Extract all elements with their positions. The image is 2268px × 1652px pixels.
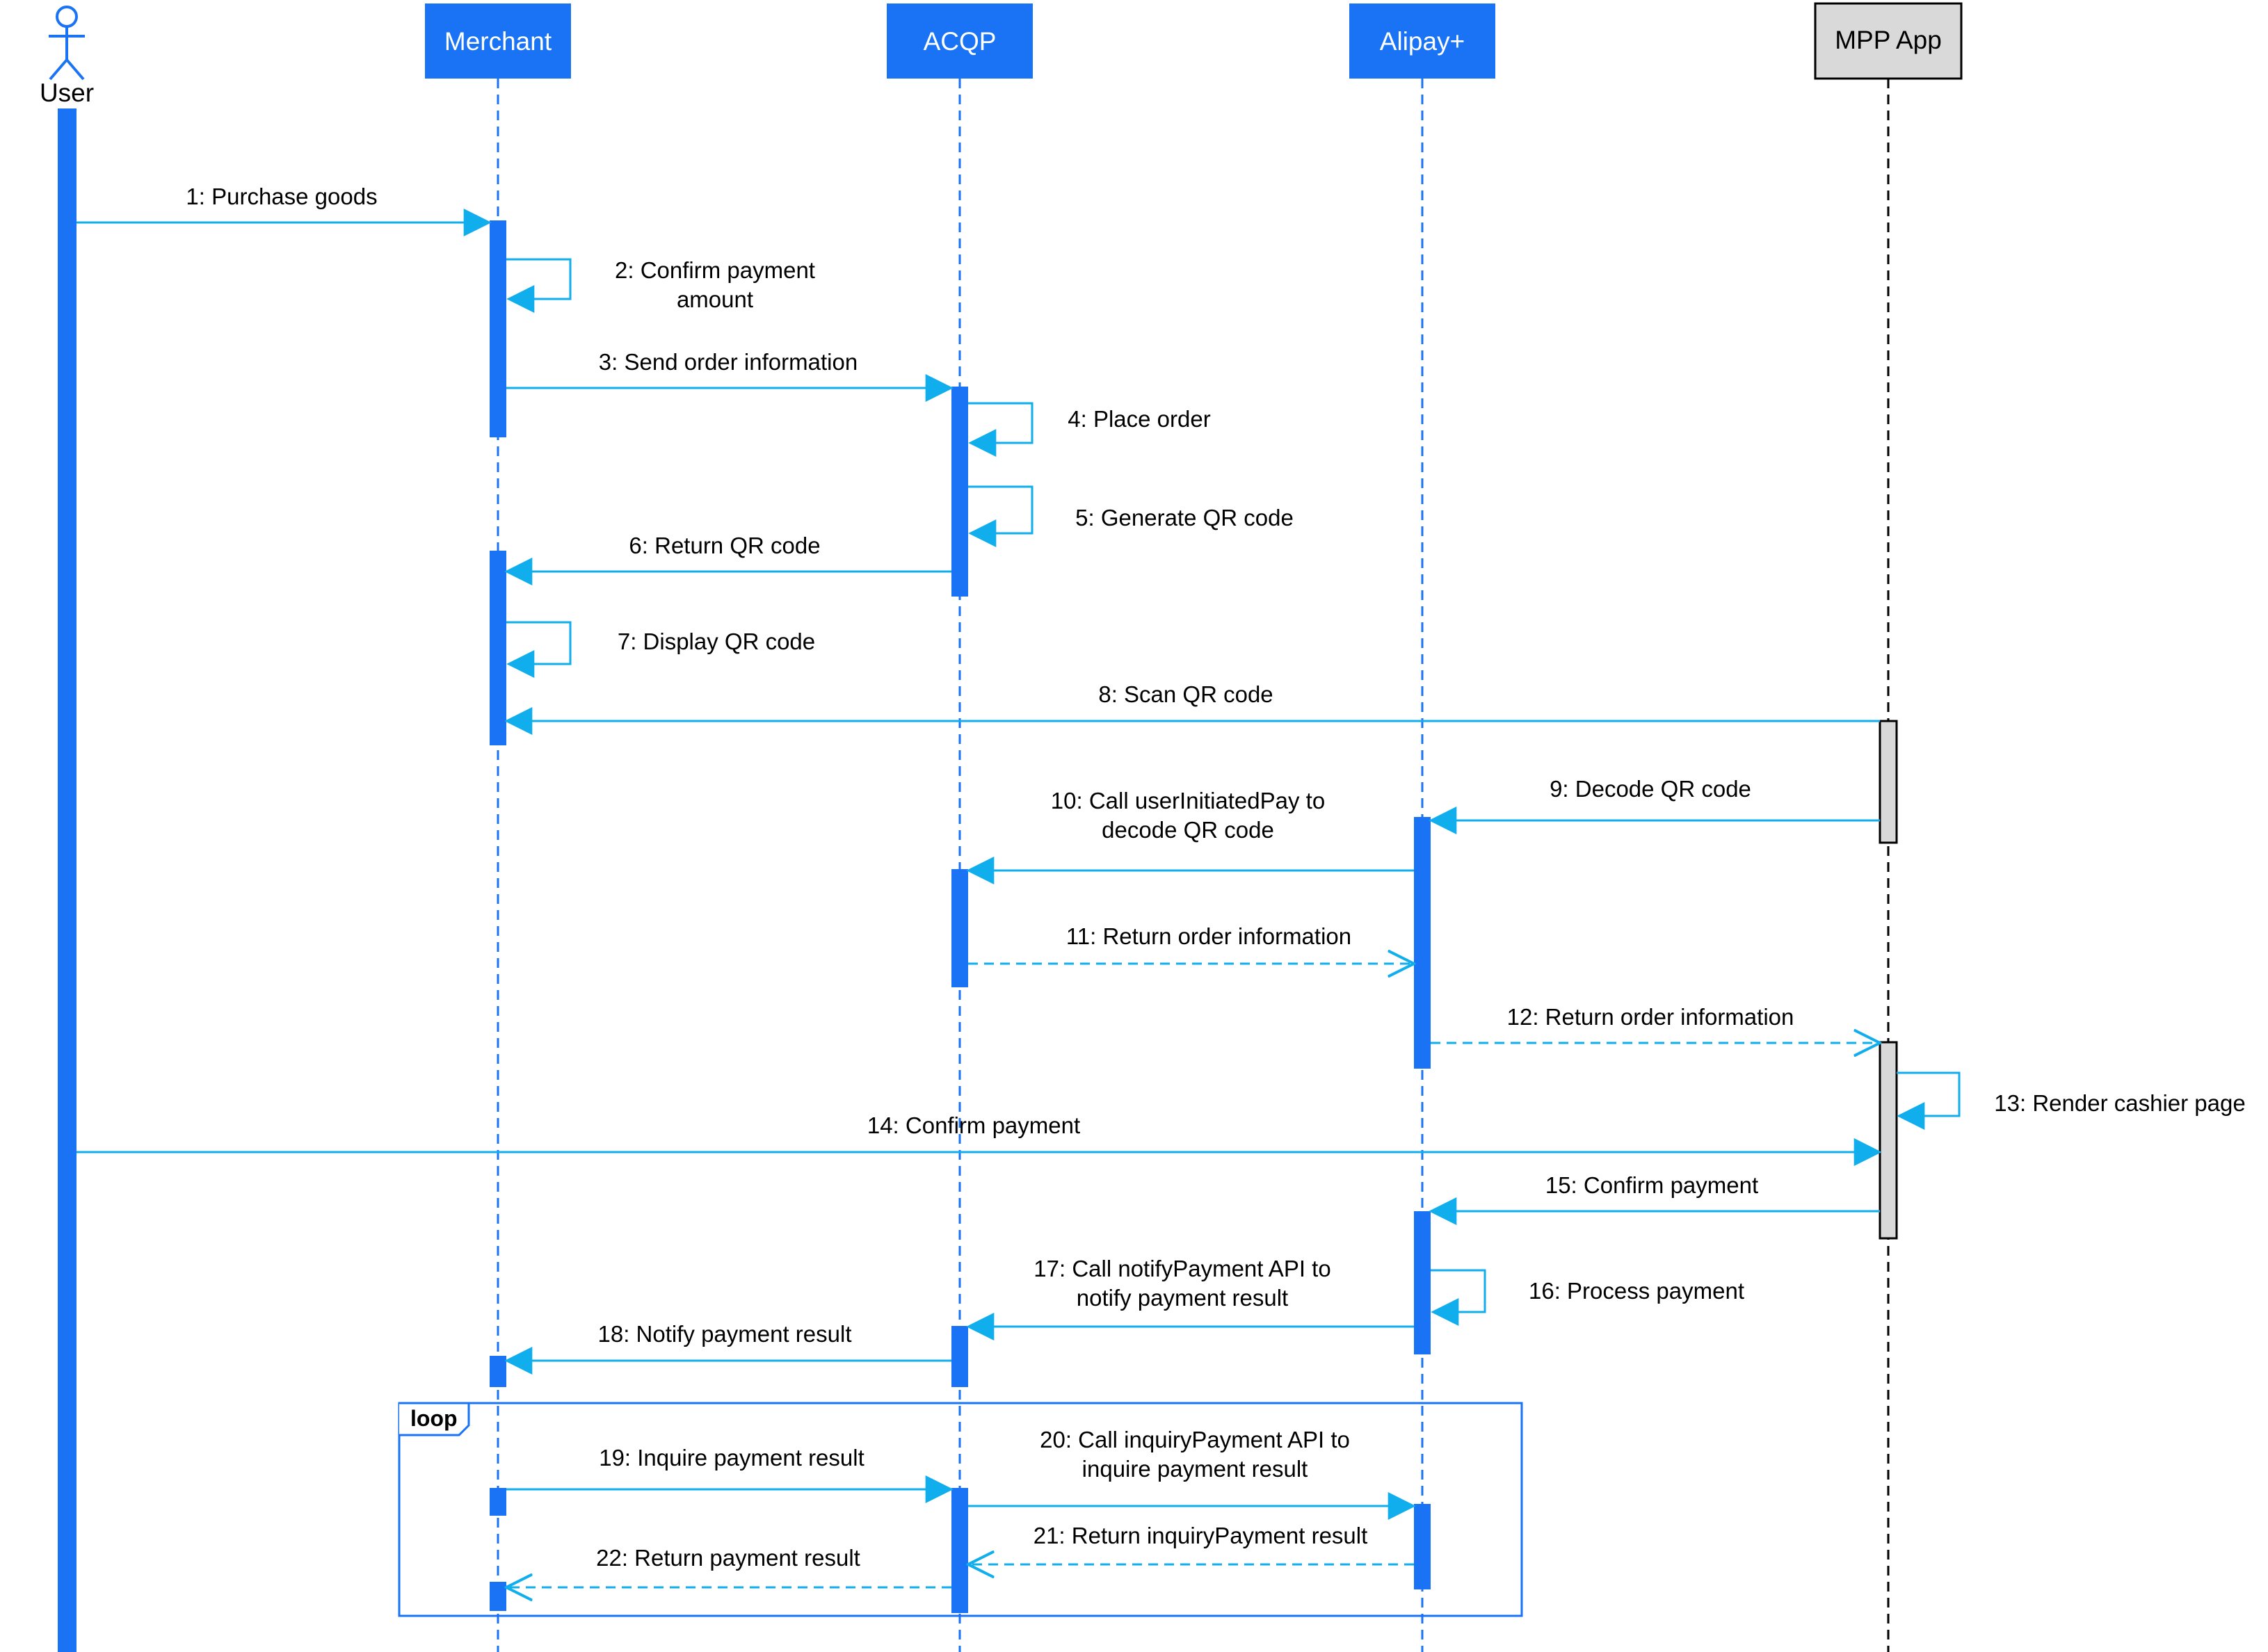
message-7-label: 7: Display QR code xyxy=(618,629,815,654)
message-5-label: 5: Generate QR code xyxy=(1075,505,1294,531)
message-19-label: 19: Inquire payment result xyxy=(599,1445,864,1471)
message-8-label: 8: Scan QR code xyxy=(1098,681,1273,707)
message-22-label: 22: Return payment result xyxy=(596,1545,860,1571)
message-21-label: 21: Return inquiryPayment result xyxy=(1034,1523,1368,1548)
message-7-arrow xyxy=(506,621,572,678)
alipay-activation-bar xyxy=(1414,817,1431,1069)
message-14-label: 14: Confirm payment xyxy=(867,1112,1080,1138)
message-2-arrow xyxy=(506,258,572,313)
user-activation-bar xyxy=(58,108,77,1652)
loop-frame: loop xyxy=(398,1402,1523,1617)
message-6-label: 6: Return QR code xyxy=(629,533,820,558)
loop-label: loop xyxy=(410,1406,458,1431)
mpp-activation-bar xyxy=(1879,720,1898,844)
message-16-label: 16: Process payment xyxy=(1529,1278,1744,1304)
message-13-arrow xyxy=(1897,1071,1961,1130)
message-16-arrow xyxy=(1431,1269,1486,1326)
alipay-activation-bar xyxy=(1414,1211,1431,1354)
merchant-activation-bar xyxy=(490,1582,506,1611)
acqp-activation-bar xyxy=(951,387,968,597)
participant-mpp-app: MPP App xyxy=(1814,2,1963,80)
user-actor: User xyxy=(40,6,94,107)
participant-acqp: ACQP xyxy=(887,3,1033,79)
message-5-arrow xyxy=(968,485,1034,547)
merchant-activation-bar xyxy=(490,220,506,437)
merchant-activation-bar xyxy=(490,551,506,745)
message-4-label: 4: Place order xyxy=(1068,406,1210,432)
message-15-label: 15: Confirm payment xyxy=(1545,1172,1758,1198)
message-9-label: 9: Decode QR code xyxy=(1550,776,1751,802)
participant-alipay: Alipay+ xyxy=(1349,3,1495,79)
message-13-label: 13: Render cashier page xyxy=(1994,1090,2245,1116)
participant-merchant: Merchant xyxy=(425,3,571,79)
merchant-activation-bar xyxy=(490,1488,506,1516)
message-1-label: 1: Purchase goods xyxy=(186,184,377,209)
message-11-label: 11: Return order information xyxy=(1066,923,1351,949)
stick-figure-icon xyxy=(49,6,85,81)
participant-label: Merchant xyxy=(444,27,552,56)
message-18-label: 18: Notify payment result xyxy=(598,1321,852,1347)
acqp-activation-bar xyxy=(951,1488,968,1613)
acqp-activation-bar xyxy=(951,869,968,987)
message-12-label: 12: Return order information xyxy=(1507,1004,1794,1030)
acqp-activation-bar xyxy=(951,1326,968,1387)
participant-label: MPP App xyxy=(1835,26,1942,54)
mpp-activation-bar xyxy=(1879,1041,1898,1240)
merchant-activation-bar xyxy=(490,1356,506,1387)
alipay-activation-bar xyxy=(1414,1504,1431,1589)
participant-label: Alipay+ xyxy=(1380,27,1465,56)
message-4-arrow xyxy=(968,402,1034,457)
actor-label: User xyxy=(40,79,94,107)
message-3-label: 3: Send order information xyxy=(599,349,858,375)
participant-label: ACQP xyxy=(924,27,997,56)
